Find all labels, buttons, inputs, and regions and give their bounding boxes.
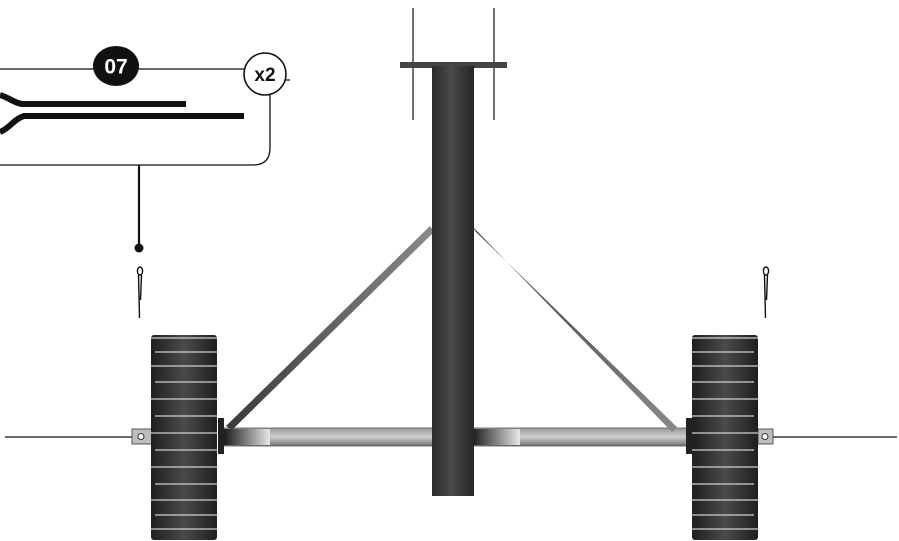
wheel-left [151,335,217,540]
cotter-pin-icon [0,92,244,135]
quantity-label: x2 [254,65,275,86]
brace-right [472,226,678,432]
cotter-pin-right [762,266,770,319]
center-pole [400,62,507,496]
wheel-left-treads [151,337,217,530]
collar-left [218,418,224,454]
part-number-badge: 07 [93,46,139,86]
pole-body [432,66,474,496]
pole-top-plate [400,62,507,68]
axle-shading-center [472,429,520,445]
cotter-pin-left [136,266,144,319]
wheel-right [692,335,758,540]
brace-left [226,226,434,430]
wheel-right-treads [692,337,758,530]
axle-shading-left [224,429,270,445]
braces [226,226,678,432]
part-callout: 07 x2 [0,46,290,253]
quantity-badge: x2 [243,52,287,96]
collar-right [686,418,692,454]
leader-dot [134,243,144,253]
part-number-label: 07 [104,56,127,79]
